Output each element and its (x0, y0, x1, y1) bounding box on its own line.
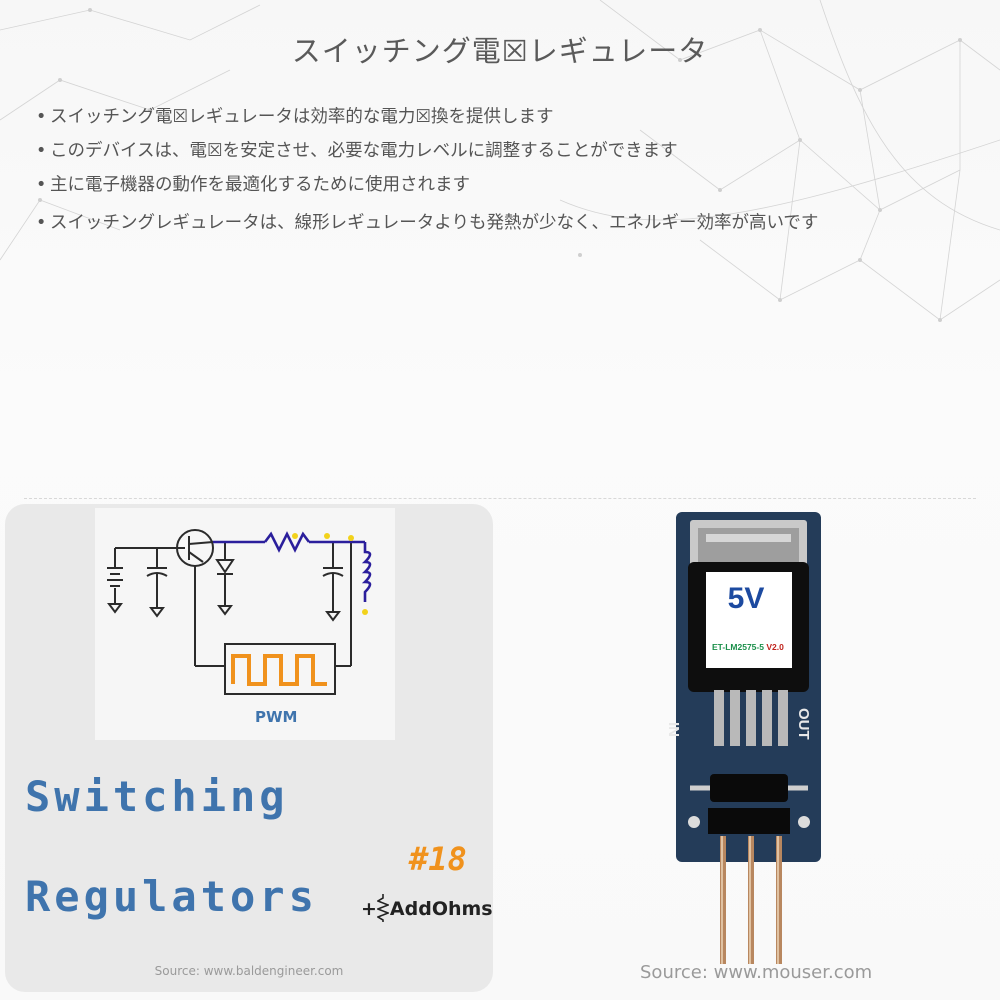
module-voltage-label: 5V (727, 582, 765, 615)
module-part-number: ET-LM2575-5 (712, 642, 764, 652)
bullet-text: スイッチング電☒レギュレータは効率的な電力☒換を提供します (50, 107, 554, 127)
bullet-dot: • (36, 213, 47, 233)
pwm-label: PWM (255, 708, 298, 726)
bullet-dot: • (36, 107, 47, 127)
network-background (0, 0, 1000, 322)
module-pins (720, 836, 782, 964)
right-image-source: Source: www.mouser.com (640, 962, 873, 983)
bullet-item: •スイッチングレギュレータは、線形レギュレータよりも発熱が少なく、エネルギー効率… (34, 206, 984, 240)
module-version: V2.0 (766, 642, 784, 652)
thumbnail-title-line2: Regulators (25, 872, 318, 921)
switching-regulator-thumbnail: PWM Switching Regulators #18 + AddOhms So… (5, 504, 493, 992)
bullet-dot: • (36, 175, 47, 195)
pin-in-label: IN (665, 722, 682, 737)
circuit-diagram: PWM (95, 508, 395, 740)
brand-name: AddOhms (389, 898, 493, 920)
bullet-text: このデバイスは、電☒を安定させ、必要な電力レベルに調整することができます (50, 141, 678, 161)
section-divider (24, 498, 976, 499)
bullet-dot: • (36, 141, 47, 161)
bullet-item: •このデバイスは、電☒を安定させ、必要な電力レベルに調整することができます (34, 134, 984, 168)
bullet-item: •スイッチング電☒レギュレータは効率的な電力☒換を提供します (34, 100, 984, 134)
regulator-module-image (676, 512, 821, 862)
page-title: スイッチング電☒レギュレータ (291, 34, 709, 68)
module-part-label: ET-LM2575-5 V2.0 (712, 642, 800, 652)
pin-out-label: OUT (795, 708, 812, 740)
bullet-item: •主に電子機器の動作を最適化するために使用されます (34, 168, 984, 202)
bullet-text: スイッチングレギュレータは、線形レギュレータよりも発熱が少なく、エネルギー効率が… (50, 213, 819, 233)
plus-sign: + (361, 898, 377, 920)
episode-number: #18 (409, 840, 467, 878)
thumbnail-title-line1: Switching (25, 772, 289, 821)
resistor-icon (375, 894, 391, 922)
bullet-list: •スイッチング電☒レギュレータは効率的な電力☒換を提供します •このデバイスは、… (34, 100, 984, 240)
addohms-logo: + AddOhms (361, 894, 493, 922)
left-image-source: Source: www.baldengineer.com (154, 964, 344, 978)
bullet-text: 主に電子機器の動作を最適化するために使用されます (50, 175, 470, 195)
